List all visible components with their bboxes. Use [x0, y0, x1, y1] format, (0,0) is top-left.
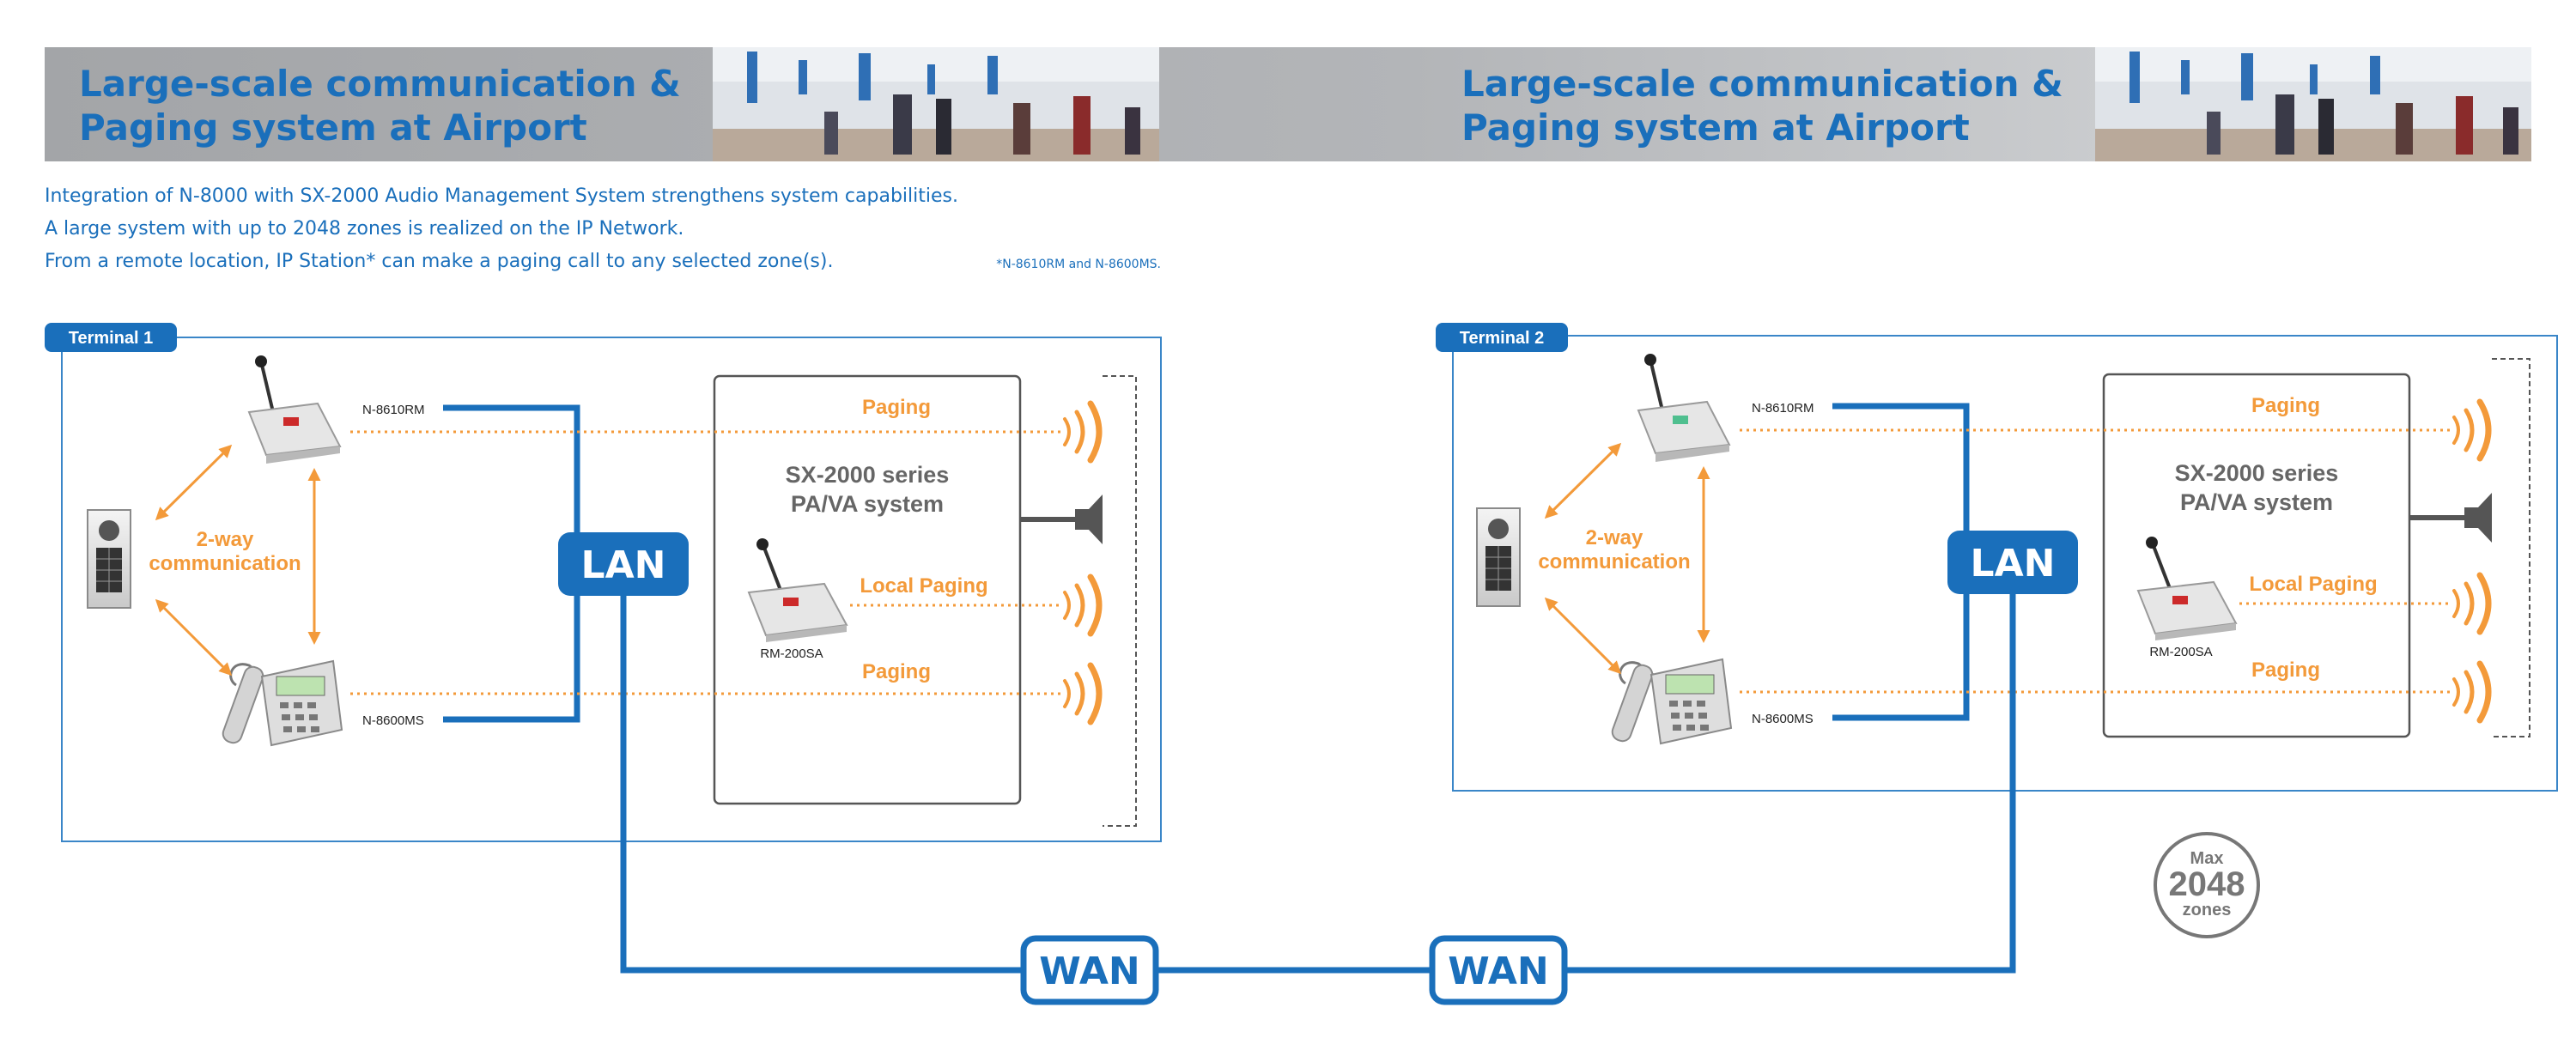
two-way-arrows	[1544, 442, 1710, 675]
rm200sa-console-icon	[747, 538, 848, 642]
max-zones-line2: 2048	[2169, 865, 2245, 903]
rm200sa-label: RM-200SA	[760, 646, 823, 661]
terminal-2-tab-label: Terminal 2	[1460, 329, 1545, 348]
wan-label-right: WAN	[1448, 950, 1548, 993]
terminal-2-device-top-label: N-8610RM	[1752, 401, 1814, 416]
terminal-1-lan-badge: LAN	[558, 532, 689, 596]
terminal-1: Terminal 1 N-8610RM	[45, 323, 1162, 842]
wan-link-line	[620, 594, 2016, 974]
two-way-label-line1: 2-way	[1586, 526, 1643, 549]
terminal-2-paging-waves	[1740, 428, 2451, 694]
local-paging-label: Local Paging	[2249, 573, 2377, 596]
terminal-1-device-bottom-label: N-8600MS	[362, 713, 424, 728]
two-way-label-line2: communication	[1538, 550, 1690, 574]
wan-label-left: WAN	[1039, 950, 1139, 993]
intro-footnote: *N-8610RM and N-8600MS.	[996, 258, 1161, 271]
intro-line-1: Integration of N-8000 with SX-2000 Audio…	[45, 185, 958, 207]
two-way-arrows	[155, 444, 321, 677]
wan-badge-right: WAN	[1429, 935, 1568, 1005]
terminal-1-device-top-label: N-8610RM	[362, 403, 425, 417]
paging-label-bottom: Paging	[862, 660, 931, 683]
speaker-icon	[2409, 493, 2492, 543]
terminal-2: Terminal 2 N-8610RM	[1436, 323, 2558, 792]
sound-wave-icons	[1063, 400, 1103, 725]
intercom-panel-icon	[87, 509, 131, 609]
terminal-2-network-lines	[1832, 403, 1970, 721]
n8610rm-console-icon	[247, 355, 342, 464]
terminal-1-paging-waves	[350, 430, 1061, 695]
terminal-1-tab-label: Terminal 1	[69, 329, 154, 348]
terminal-2-tab: Terminal 2	[1436, 323, 1568, 352]
sx2000-title-line2: PA/VA system	[2180, 489, 2333, 515]
intro-line-2: A large system with up to 2048 zones is …	[45, 218, 683, 240]
terminal-1-tab: Terminal 1	[45, 323, 177, 352]
banner-title-right-line2: Paging system at Airport	[1461, 106, 1970, 149]
wan-badge-left: WAN	[1020, 935, 1159, 1005]
airport-photo-left	[713, 47, 1159, 161]
terminal-2-frame	[1452, 335, 2558, 792]
n8610rm-console-icon	[1637, 354, 1731, 462]
airport-photo-right	[2095, 47, 2531, 161]
intercom-panel-icon	[1476, 507, 1521, 607]
banner-title-left-line2: Paging system at Airport	[79, 106, 587, 149]
paging-label-bottom: Paging	[2251, 658, 2320, 682]
paging-label-top: Paging	[2251, 394, 2320, 417]
intro-line-3: From a remote location, IP Station* can …	[45, 251, 833, 272]
terminal-1-lan-label: LAN	[581, 543, 666, 587]
banner-title-left-line1: Large-scale communication &	[79, 63, 681, 105]
sx2000-title-line2: PA/VA system	[791, 491, 944, 517]
two-way-label-line1: 2-way	[197, 528, 254, 551]
banner: Large-scale communication & Paging syste…	[45, 47, 2531, 161]
terminal-1-network-lines	[443, 404, 580, 723]
sound-wave-icons	[2452, 398, 2492, 724]
zone-bracket	[1103, 375, 1137, 827]
speaker-icon	[1020, 495, 1103, 544]
sx2000-title-line1: SX-2000 series	[2175, 460, 2339, 486]
terminal-1-frame	[61, 337, 1162, 842]
n8600ms-phone-icon	[222, 659, 343, 747]
max-zones-line1: Max	[2190, 849, 2224, 868]
local-paging-label: Local Paging	[860, 574, 987, 598]
n8600ms-phone-icon	[1611, 658, 1733, 745]
paging-label-top: Paging	[862, 396, 931, 419]
sx2000-title-line1: SX-2000 series	[786, 462, 950, 488]
max-zones-line3: zones	[2183, 901, 2232, 919]
terminal-2-device-bottom-label: N-8600MS	[1752, 712, 1814, 726]
terminal-2-lan-label: LAN	[1971, 542, 2056, 586]
two-way-label-line2: communication	[149, 552, 301, 575]
banner-title-right-line1: Large-scale communication &	[1461, 63, 2063, 105]
terminal-2-lan-badge: LAN	[1947, 531, 2078, 594]
rm200sa-console-icon	[2136, 537, 2238, 640]
max-zones-badge: Max 2048 zones	[2154, 832, 2260, 938]
sx2000-box	[2102, 373, 2411, 738]
sx2000-box	[713, 374, 1022, 805]
zone-bracket	[2492, 358, 2530, 737]
rm200sa-label: RM-200SA	[2149, 645, 2212, 659]
